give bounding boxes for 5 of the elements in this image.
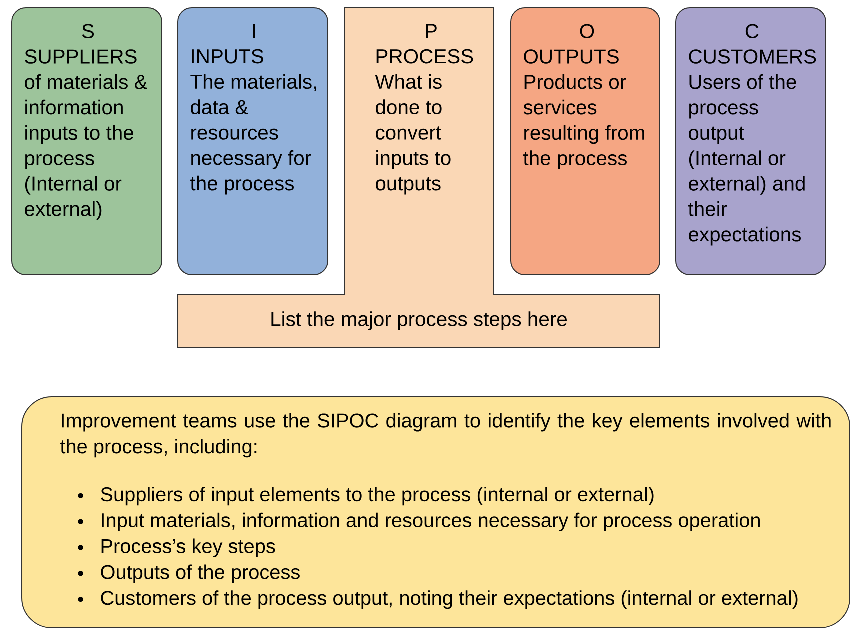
supplier-box: S SUPPLIERS of materials & information inputs to the process (Internal or external) (12, 8, 162, 276)
customer-box: C CUSTOMERS Users of the process output (Internal or external) and their expectations (676, 8, 826, 276)
note-box: Improvement teams use the SIPOC diagram to identify the key elements involved with the process, including: Suppliers of input elements to the process (internal or external) Input materials, information and resources necessary for process operation Process’s key steps Outputs of the process Customers of the process output, noting their expectations (internal or external) (22, 396, 850, 628)
output-box: O OUTPUTS Products or services resulting from the process (510, 8, 660, 276)
input-box: I INPUTS The materials, data & resources necessary for the process (178, 8, 328, 276)
